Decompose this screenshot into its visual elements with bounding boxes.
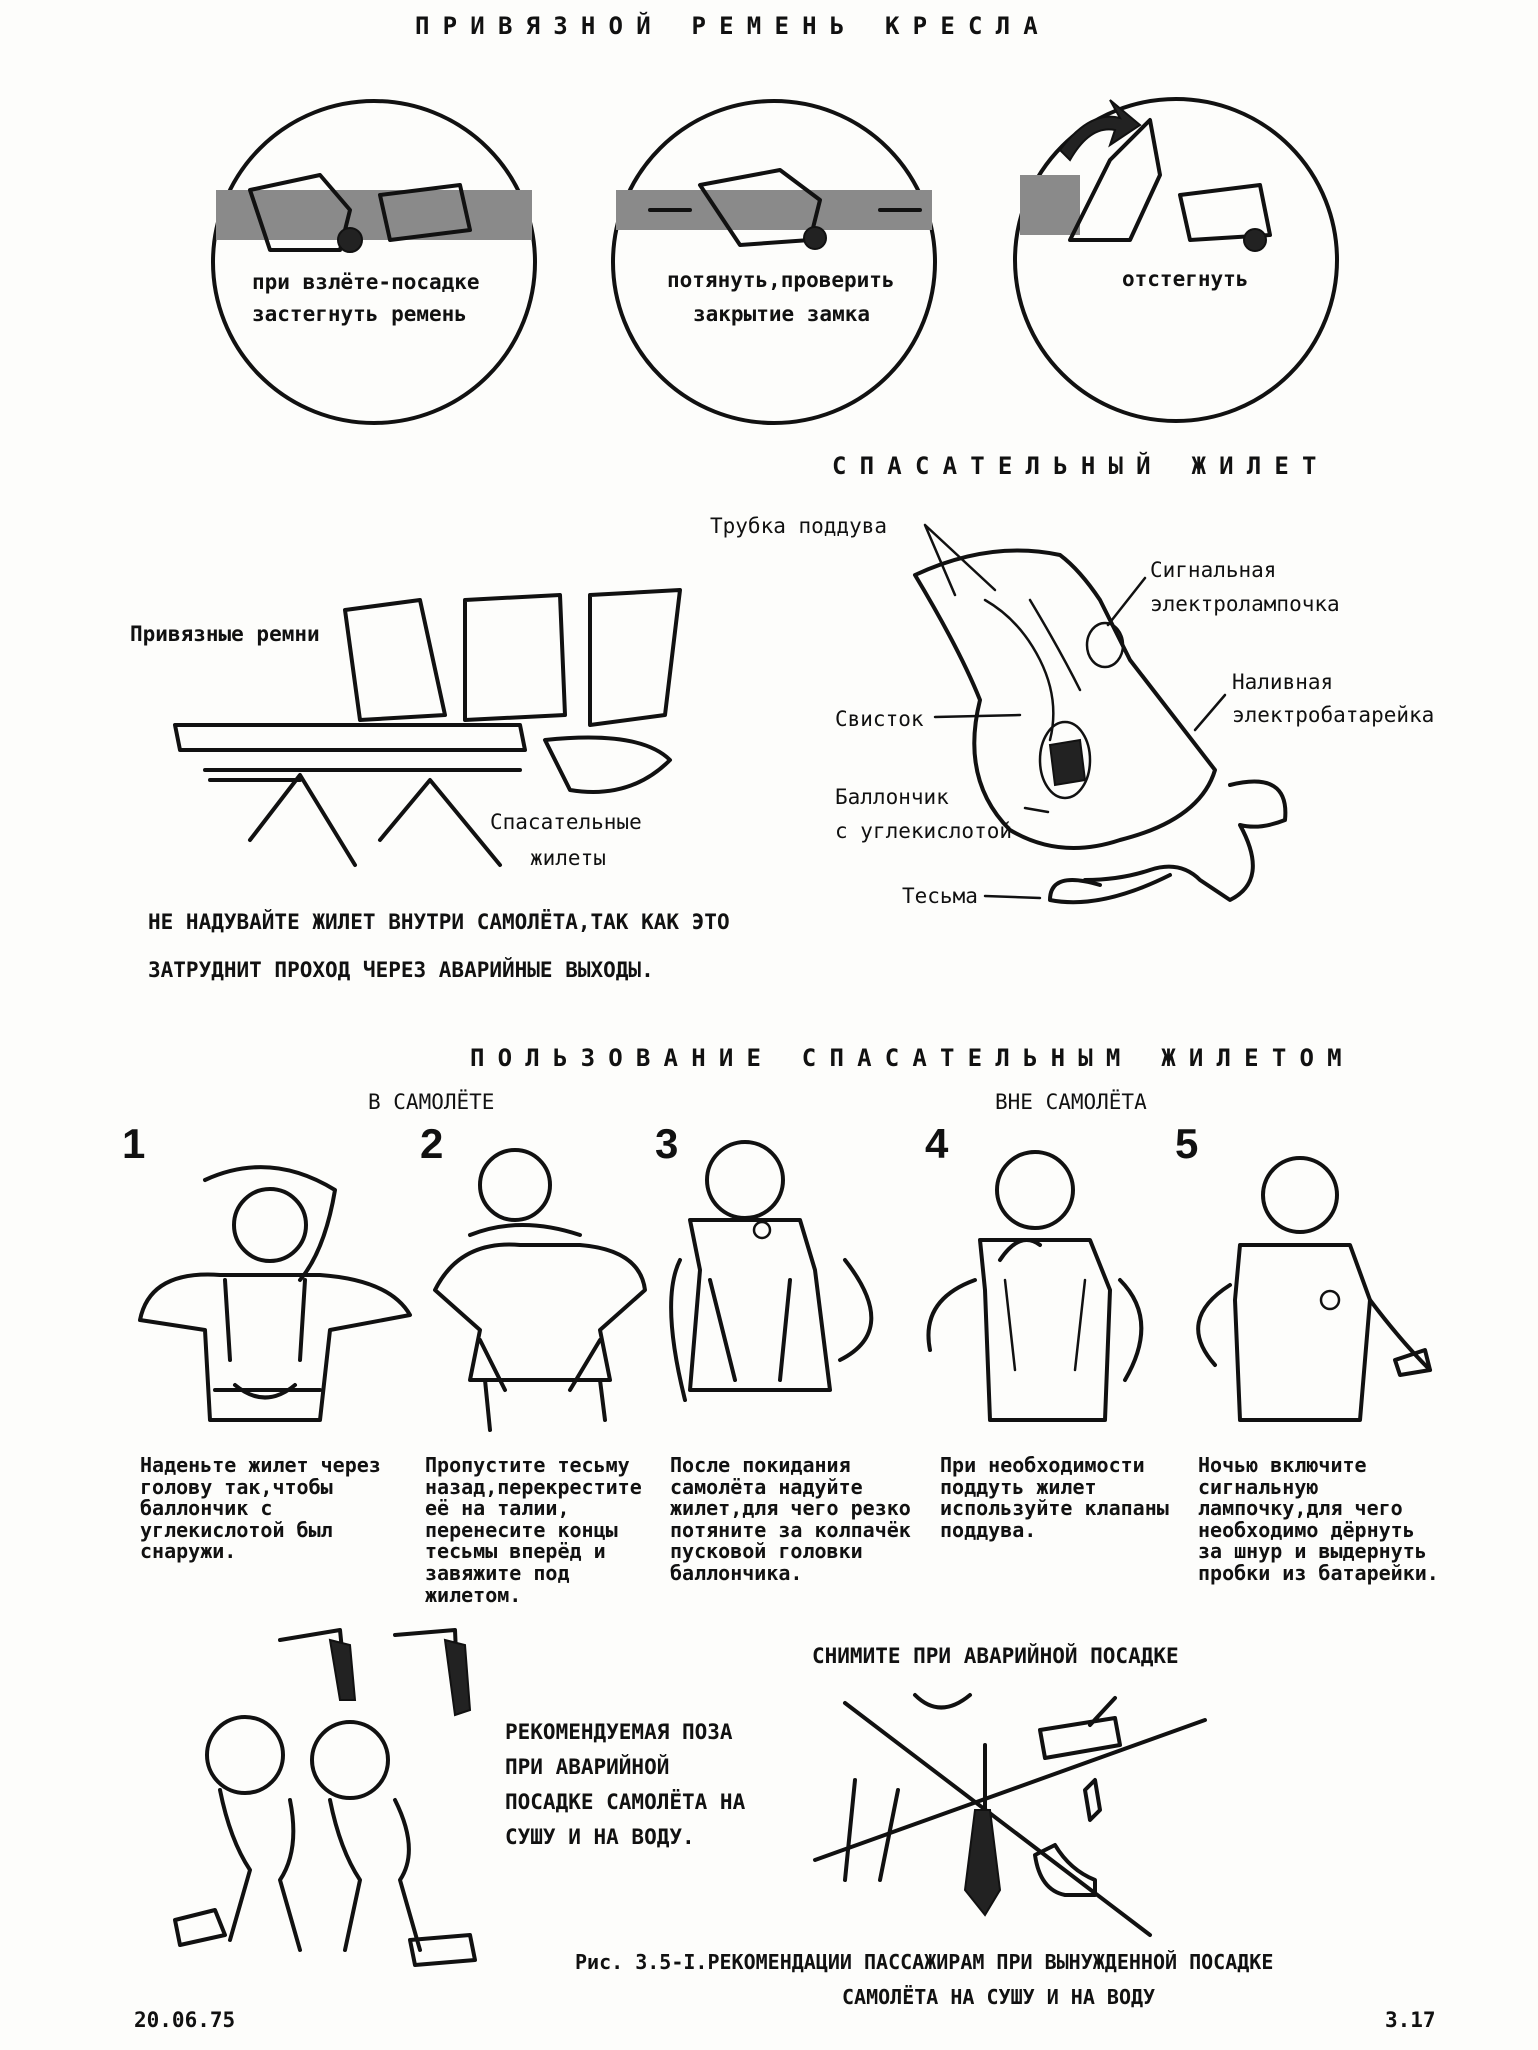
seatbelt-step3-line1: отстегнуть	[1122, 267, 1249, 291]
vest-label-whistle: Свисток	[835, 707, 924, 731]
vest-diagram-illustration	[913, 523, 1288, 905]
step-text-2: Пропустите тесьму назад,перекрестите её …	[425, 1453, 642, 1607]
vest-label-battery-2: электробатарейка	[1232, 703, 1435, 727]
seat-vests-label-1: Спасательные	[490, 810, 642, 834]
figure-step-4	[926, 1150, 1144, 1422]
figure-step-2	[433, 1148, 647, 1432]
footer-date: 20.06.75	[134, 2008, 236, 2032]
seatbelt-step2-line1: потянуть,проверить	[667, 268, 895, 292]
vest-label-strap: Тесьма	[902, 884, 978, 908]
step-number-3: 3	[655, 1120, 679, 1167]
step-number-1: 1	[122, 1120, 146, 1167]
step-number-2: 2	[420, 1120, 444, 1167]
usage-title: ПОЛЬЗОВАНИЕ СПАСАТЕЛЬНЫМ ЖИЛЕТОМ	[470, 1044, 1355, 1072]
footer-page-number: 3.17	[1385, 2008, 1436, 2032]
step-text-1: Наденьте жилет через голову так,чтобы ба…	[140, 1453, 381, 1564]
seat-belts-label: Привязные ремни	[130, 622, 320, 646]
vest-label-battery-1: Наливная	[1232, 670, 1334, 694]
seats-illustration	[173, 588, 682, 867]
buckle-open-illustration	[1013, 97, 1339, 423]
remove-items-illustration	[813, 1693, 1207, 1937]
buckle-check-illustration	[611, 99, 937, 425]
figure-step-5	[1196, 1156, 1432, 1422]
warning-line-2: ЗАТРУДНИТ ПРОХОД ЧЕРЕЗ АВАРИЙНЫЕ ВЫХОДЫ.	[148, 958, 654, 982]
outside-plane-label: ВНЕ САМОЛЁТА	[995, 1090, 1147, 1114]
seatbelt-title: ПРИВЯЗНОЙ РЕМЕНЬ КРЕСЛА	[415, 12, 1051, 40]
brace-line-4: СУШУ И НА ВОДУ.	[505, 1825, 695, 1849]
vest-label-tube: Трубка поддува	[710, 514, 888, 538]
seatbelt-step1-line2: застегнуть ремень	[252, 302, 467, 326]
inside-plane-label: В САМОЛЁТЕ	[368, 1090, 495, 1114]
vest-label-cylinder-2: с углекислотой	[835, 819, 1013, 843]
figure-step-3	[669, 1140, 874, 1402]
brace-line-2: ПРИ АВАРИЙНОЙ	[505, 1755, 670, 1779]
buckle-fasten-illustration	[211, 99, 537, 425]
warning-line-1: НЕ НАДУВАЙТЕ ЖИЛЕТ ВНУТРИ САМОЛЁТА,ТАК К…	[148, 910, 730, 934]
vest-label-lamp-2: электролампочка	[1150, 592, 1340, 616]
vest-label-lamp-1: Сигнальная	[1150, 558, 1277, 582]
remove-title: СНИМИТЕ ПРИ АВАРИЙНОЙ ПОСАДКЕ	[812, 1644, 1179, 1668]
step-number-4: 4	[925, 1120, 949, 1167]
figure-caption-line-2: САМОЛЁТА НА СУШУ И НА ВОДУ	[842, 1985, 1156, 2009]
step-number-5: 5	[1175, 1120, 1199, 1167]
seatbelt-step2-line2: закрытие замка	[693, 302, 871, 326]
step-text-5: Ночью включите сигнальную лампочку,для ч…	[1198, 1453, 1439, 1585]
vest-title: СПАСАТЕЛЬНЫЙ ЖИЛЕТ	[832, 452, 1330, 480]
step-text-3: После покидания самолёта надуйте жилет,д…	[670, 1453, 911, 1585]
usage-step-figures	[138, 1140, 1432, 1432]
brace-position-illustration	[173, 1628, 477, 1967]
step-text-4: При необходимости поддуть жилет использу…	[940, 1453, 1169, 1542]
brace-line-3: ПОСАДКЕ САМОЛЁТА НА	[505, 1790, 746, 1814]
seatbelt-step1-line1: при взлёте-посадке	[252, 270, 480, 294]
figure-caption-line-1: Рис. 3.5-I.РЕКОМЕНДАЦИИ ПАССАЖИРАМ ПРИ В…	[575, 1950, 1274, 1974]
vest-label-cylinder-1: Баллончик	[835, 785, 949, 809]
seat-vests-label-2: жилеты	[530, 846, 606, 870]
figure-step-1	[138, 1165, 412, 1422]
brace-line-1: РЕКОМЕНДУЕМАЯ ПОЗА	[505, 1720, 733, 1744]
